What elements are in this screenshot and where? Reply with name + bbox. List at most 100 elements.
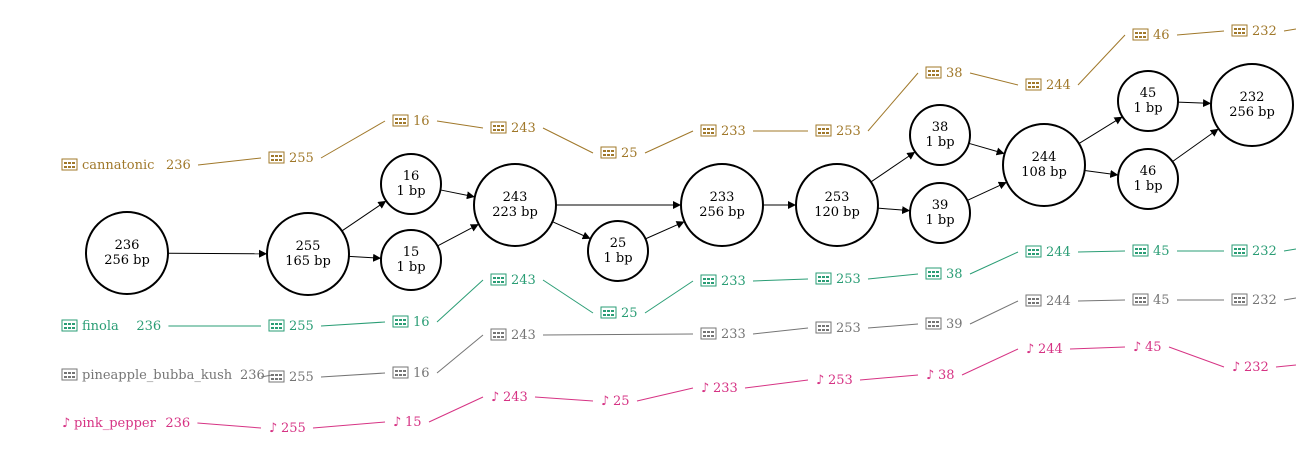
path-step-label: 45: [1153, 293, 1170, 308]
node-circle[interactable]: [380, 153, 442, 215]
path-step-label: 38: [946, 267, 963, 282]
dna-icon: [815, 272, 832, 285]
path-link: [542, 333, 694, 336]
path-link: [1077, 250, 1126, 253]
node-id-label: 25: [610, 236, 627, 251]
dna-icon: [1132, 244, 1149, 257]
dna-icon: [490, 328, 507, 341]
path-link: [961, 348, 1019, 376]
path-step-label: 236: [165, 416, 190, 431]
path-link: [1168, 346, 1225, 368]
dna-icon: [925, 317, 942, 330]
dna-icon: [1132, 28, 1149, 41]
node-size-label: 1 bp: [396, 260, 425, 275]
node-circle[interactable]: [587, 220, 649, 282]
music-note-icon: ♪: [491, 390, 499, 405]
edge-255-15: [348, 253, 382, 262]
node-id-label: 38: [932, 120, 949, 135]
node-size-label: 1 bp: [603, 251, 632, 266]
node-size-label: 1 bp: [925, 213, 954, 228]
path-link: [969, 72, 1019, 86]
dna-icon: [925, 267, 942, 280]
path-step-label: 232: [1244, 360, 1269, 375]
dna-icon: [815, 124, 832, 137]
path-step-label: 232: [1252, 244, 1277, 259]
music-note-icon: ♪: [926, 368, 934, 383]
path-step-label: 25: [621, 306, 638, 321]
path-step-label: 46: [1153, 28, 1170, 43]
node-size-label: 108 bp: [1021, 165, 1067, 180]
music-note-icon: ♪: [601, 394, 609, 409]
node-circle[interactable]: [380, 229, 442, 291]
node-circle[interactable]: [795, 163, 879, 247]
node-circle[interactable]: [909, 182, 971, 244]
edge-244-46: [1084, 169, 1119, 178]
path-step-label: 38: [946, 66, 963, 81]
path-step-label: 236: [136, 319, 161, 334]
dna-icon: [1025, 245, 1042, 258]
node-39[interactable]: 391 bp: [909, 182, 971, 244]
dna-icon: [392, 315, 409, 328]
node-circle[interactable]: [1002, 123, 1086, 207]
dna-icon: [61, 368, 78, 381]
path-step-label: 244: [1038, 342, 1063, 357]
node-38[interactable]: 381 bp: [909, 104, 971, 166]
path-step-label: 233: [721, 327, 746, 342]
node-circle[interactable]: [1210, 63, 1294, 147]
dna-icon: [1231, 24, 1248, 37]
node-16[interactable]: 161 bp: [380, 153, 442, 215]
path-link: [1077, 34, 1126, 86]
dna-icon: [490, 121, 507, 134]
path-step-label: 255: [281, 421, 306, 436]
path-link: [867, 323, 919, 329]
node-circle[interactable]: [85, 211, 169, 295]
node-circle[interactable]: [1117, 70, 1179, 132]
path-link: [534, 396, 594, 402]
path-step-label: 253: [836, 272, 861, 287]
path-step-label: 233: [713, 381, 738, 396]
path-step-label: 236: [166, 158, 191, 173]
dna-icon: [268, 319, 285, 332]
path-step-label: 233: [721, 274, 746, 289]
music-note-icon: ♪: [1232, 360, 1240, 375]
path-link: [320, 321, 386, 327]
music-note-icon: ♪: [1026, 342, 1034, 357]
path-step-label: 253: [836, 321, 861, 336]
node-15[interactable]: 151 bp: [380, 229, 442, 291]
dna-icon: [61, 319, 78, 332]
path-step-label: 255: [289, 319, 314, 334]
path-name-label: finola: [82, 319, 119, 334]
edge-38-244: [968, 142, 1005, 156]
node-25[interactable]: 251 bp: [587, 220, 649, 282]
path-link: [867, 273, 919, 280]
node-circle[interactable]: [473, 163, 557, 247]
node-id-label: 232: [1240, 90, 1265, 105]
node-45[interactable]: 451 bp: [1117, 70, 1179, 132]
path-step-label: 244: [1046, 245, 1071, 260]
path-link: [1176, 30, 1225, 36]
path-link: [312, 421, 386, 429]
edge-243-25: [552, 221, 591, 240]
node-circle[interactable]: [1117, 148, 1179, 210]
dna-icon: [600, 146, 617, 159]
path-step-label: 255: [289, 370, 314, 385]
path-step-label: 244: [1046, 294, 1071, 309]
node-circle[interactable]: [266, 212, 350, 296]
node-id-label: 236: [115, 238, 140, 253]
path-step-label: 255: [289, 151, 314, 166]
node-circle[interactable]: [680, 163, 764, 247]
node-circle[interactable]: [909, 104, 971, 166]
node-size-label: 1 bp: [396, 184, 425, 199]
path-link: [1283, 297, 1296, 301]
path-name-label: pineapple_bubba_kush: [82, 368, 233, 383]
node-46[interactable]: 461 bp: [1117, 148, 1179, 210]
